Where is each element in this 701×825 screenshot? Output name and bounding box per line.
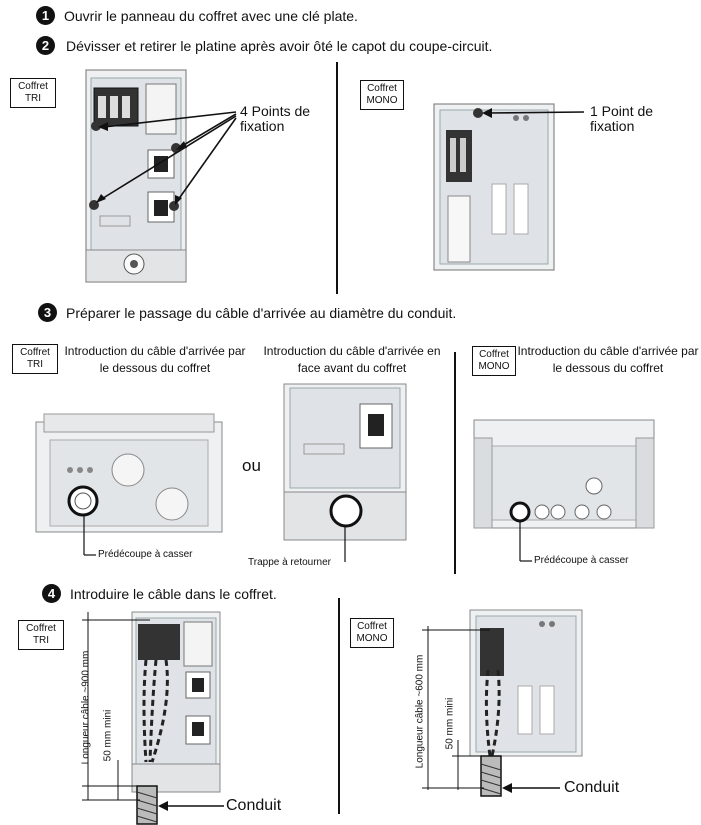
step-3-text: Préparer le passage du câble d'arrivée a…	[66, 305, 457, 321]
trap-label: Trappe à retourner	[248, 557, 332, 568]
mono-cable-length-label: Longueur câble ~600 mm	[414, 654, 426, 769]
tri-bottom-view-illustration	[35, 413, 223, 533]
mono-bottom-view-illustration	[473, 419, 655, 529]
mono-knockout	[509, 501, 532, 562]
tag-coffret-tri-step2: Coffret TRI	[10, 78, 56, 108]
tri-bottom-entry-header: Introduction du câble d'arrivée par le d…	[64, 344, 246, 375]
tri-fixation-callout: 4 Points de fixation	[240, 103, 311, 134]
trap-knockout	[329, 494, 363, 562]
tag-coffret-tri-step3: Coffret TRI	[12, 344, 58, 374]
step-1-number: 1	[36, 6, 55, 25]
mono-fixation-arrow	[473, 108, 585, 118]
mono-mini-label: 50 mm mini	[444, 697, 456, 750]
tag-coffret-mono-step2: Coffret MONO	[360, 80, 404, 110]
tri-front-entry-header: Introduction du câble d'arrivée en face …	[263, 344, 441, 375]
divider-step4	[338, 598, 340, 814]
mono-fixation-callout: 1 Point de fixation	[590, 103, 654, 134]
mono-knockout-label: Prédécoupe à casser	[534, 555, 629, 566]
tri-conduit-label: Conduit	[226, 797, 282, 814]
tri-panel-illustration	[85, 69, 187, 283]
mono-bottom-entry-header: Introduction du câble d'arrivée par le d…	[517, 344, 699, 375]
tag-coffret-tri-step4: Coffret TRI	[18, 620, 64, 650]
mono-conduit	[422, 626, 560, 797]
step-2-text: Dévisser et retirer le platine après avo…	[66, 38, 493, 54]
or-label: ou	[242, 456, 261, 475]
tri-conduit	[82, 612, 224, 825]
step-3-number: 3	[38, 303, 57, 322]
divider-step2	[336, 62, 338, 294]
tri-cable-illustration	[131, 611, 221, 793]
tri-knockout-label: Prédécoupe à casser	[98, 549, 193, 560]
tri-cable-length-label: Longueur câble ~900 mm	[80, 650, 92, 765]
tag-coffret-mono-step3: Coffret MONO	[472, 346, 516, 376]
tri-mini-label: 50 mm mini	[102, 709, 114, 762]
step-4-number: 4	[42, 584, 61, 603]
mono-conduit-label: Conduit	[564, 779, 620, 796]
step-4-text: Introduire le câble dans le coffret.	[70, 586, 277, 602]
tri-knockout	[67, 485, 99, 556]
mono-panel-illustration	[433, 103, 555, 271]
tag-coffret-mono-step4: Coffret MONO	[350, 618, 394, 648]
step-1-text: Ouvrir le panneau du coffret avec une cl…	[64, 8, 358, 24]
divider-step3	[454, 352, 456, 574]
tri-fixation-arrows	[89, 111, 237, 211]
step-2-number: 2	[36, 36, 55, 55]
mono-cable-illustration	[469, 609, 583, 757]
